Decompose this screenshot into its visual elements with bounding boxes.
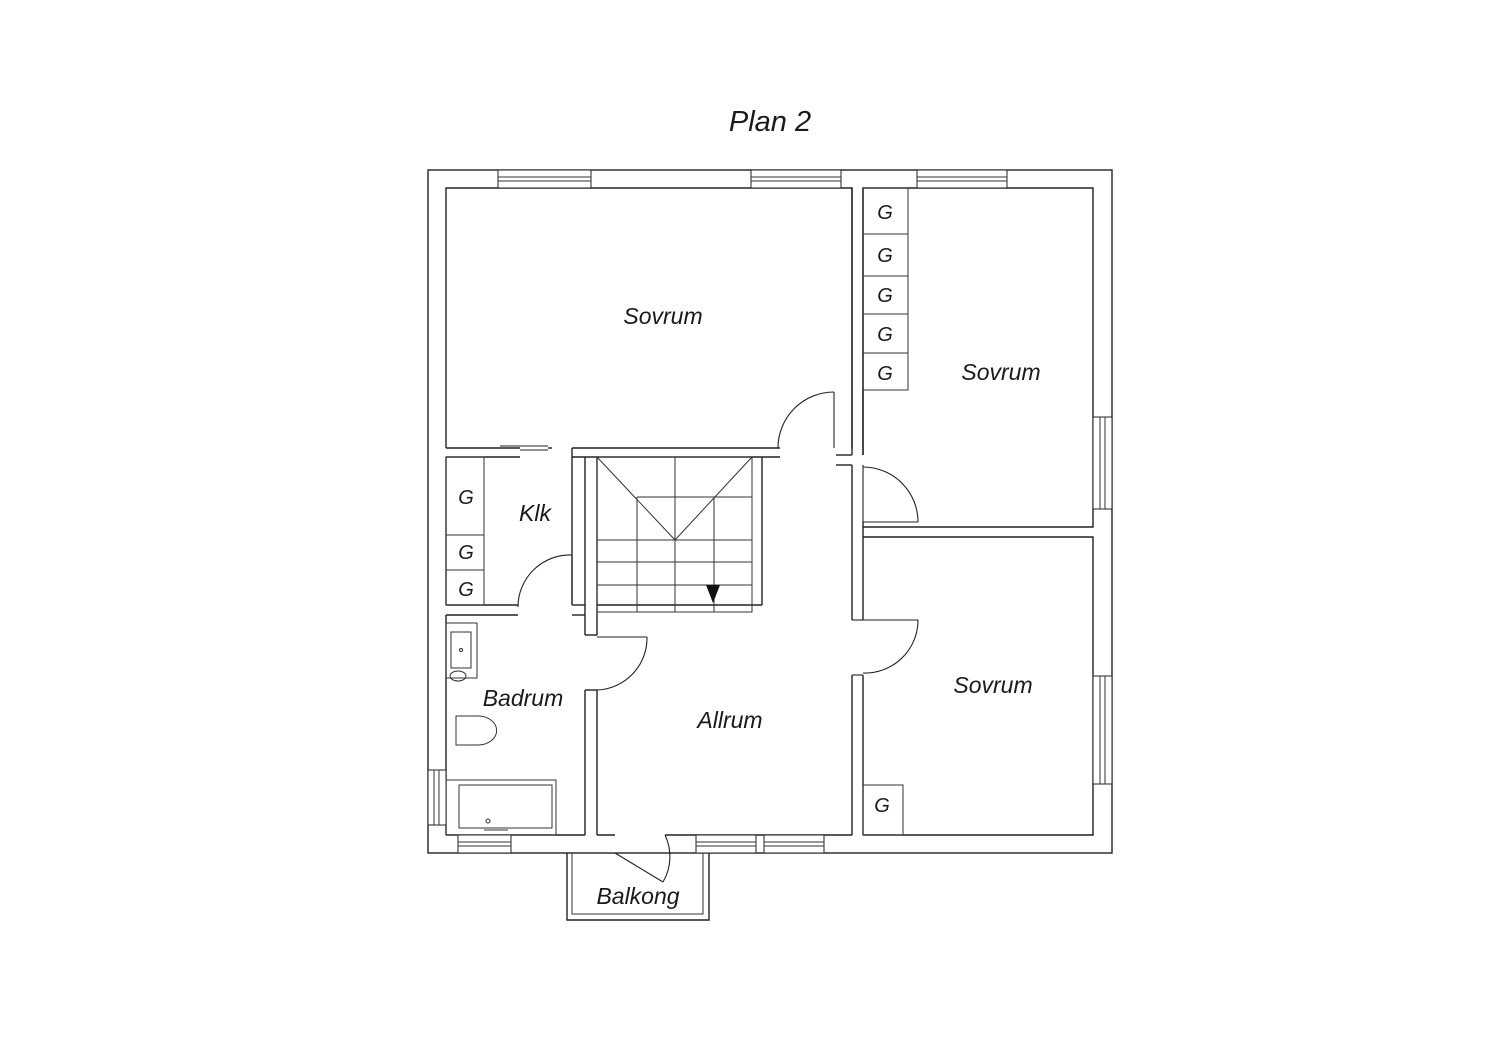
balcony xyxy=(566,853,710,921)
room-label-sovrum-2: Sovrum xyxy=(961,359,1040,385)
bathroom-fixtures xyxy=(445,622,557,836)
doors xyxy=(500,391,919,883)
wardrobe-label: G xyxy=(458,487,474,509)
room-label-sovrum-1: Sovrum xyxy=(623,303,702,329)
room-label-allrum: Allrum xyxy=(695,707,762,733)
room-label-badrum: Badrum xyxy=(483,685,564,711)
wardrobe-label: G xyxy=(877,245,893,267)
sink-icon xyxy=(445,622,478,679)
room-label-sovrum-3: Sovrum xyxy=(953,672,1032,698)
wardrobe-label: G xyxy=(874,795,890,817)
room-label-klk: Klk xyxy=(519,500,552,526)
room-labels: Sovrum Sovrum Sovrum Klk Badrum Allrum B… xyxy=(483,303,1041,909)
room-label-balkong: Balkong xyxy=(596,883,679,909)
stair-down-arrow-icon xyxy=(706,585,720,603)
toilet-icon xyxy=(455,715,498,746)
wardrobe-label: G xyxy=(458,542,474,564)
windows xyxy=(427,169,1113,854)
wardrobe-label: G xyxy=(877,324,893,346)
staircase xyxy=(596,456,753,613)
shower-icon xyxy=(449,670,467,682)
plan-title: Plan 2 xyxy=(729,106,811,138)
interior-walls xyxy=(445,188,864,836)
wardrobe-label: G xyxy=(877,285,893,307)
wardrobe-label: G xyxy=(877,202,893,224)
wardrobe-label: G xyxy=(458,579,474,601)
wardrobes: G G G G G G G G G xyxy=(445,187,909,836)
bathtub-icon xyxy=(445,779,557,836)
wardrobe-label: G xyxy=(877,363,893,385)
